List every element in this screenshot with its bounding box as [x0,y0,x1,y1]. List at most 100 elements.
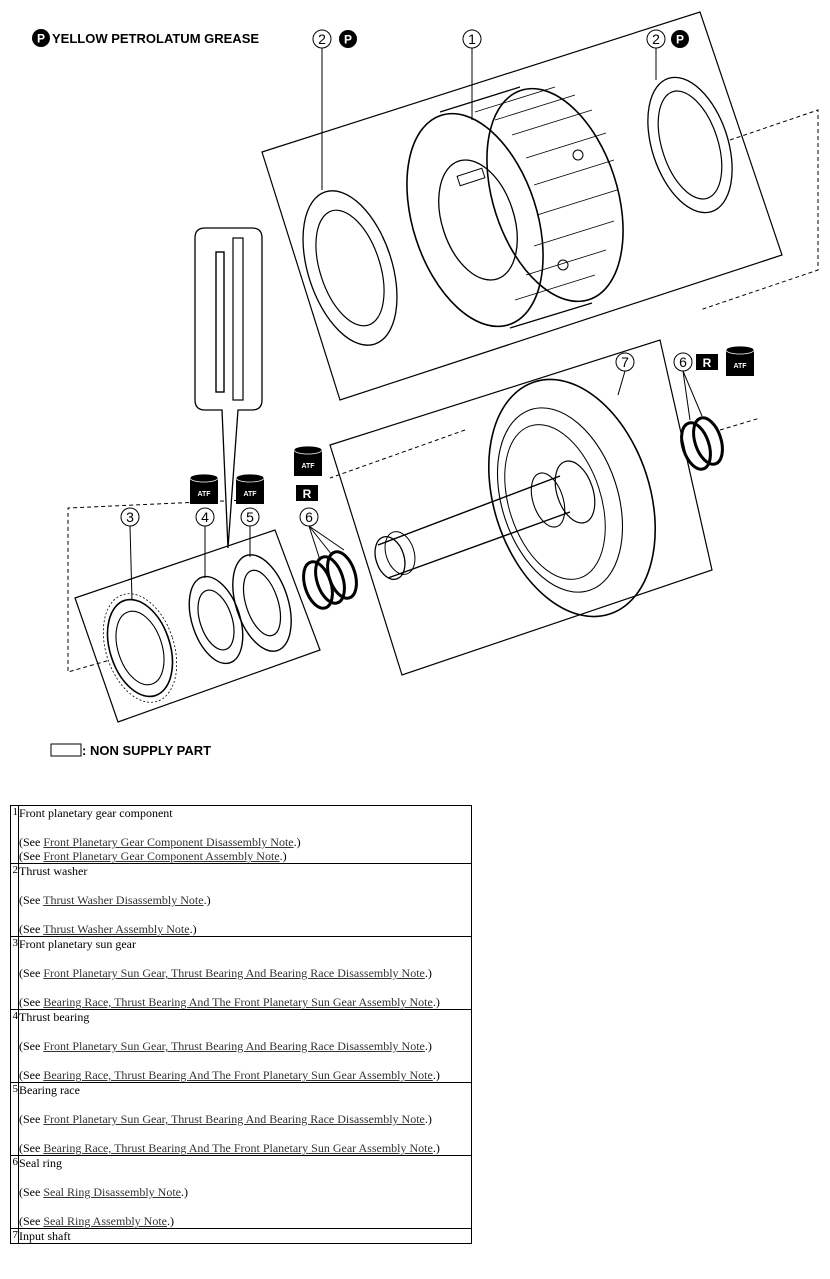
part-name: Seal ring [19,1156,62,1170]
spacer [19,980,471,995]
note-suffix: .) [424,1039,432,1053]
svg-text:1: 1 [468,31,476,47]
note-link[interactable]: Front Planetary Sun Gear, Thrust Bearing… [43,1039,425,1053]
seal-rings-left [302,550,358,610]
note-prefix: (See [19,1141,44,1155]
note-link[interactable]: Front Planetary Gear Component Disassemb… [43,835,294,849]
note-prefix: (See [19,995,44,1009]
svg-text:6: 6 [305,509,313,525]
note-prefix: (See [19,1039,44,1053]
note-line: (See Thrust Washer Disassembly Note.) [19,893,471,907]
note-suffix: .) [432,1141,440,1155]
note-prefix: (See [19,849,44,863]
spacer [19,907,471,922]
part-number: 7 [10,1228,19,1244]
svg-text:ATF: ATF [243,491,257,498]
part-name: Input shaft [19,1229,71,1243]
svg-text:P: P [676,33,684,47]
part-description: Seal ring (See Seal Ring Disassembly Note… [18,1155,472,1229]
dashed-guides [67,109,819,673]
spacer [19,1024,471,1039]
note-link[interactable]: Bearing Race, Thrust Bearing And The Fro… [43,995,433,1009]
front-planetary-sun-gear [102,593,178,703]
bearing-race [232,554,292,652]
svg-text:P: P [344,33,352,47]
note-line: (See Bearing Race, Thrust Bearing And Th… [19,995,471,1009]
note-line: (See Front Planetary Sun Gear, Thrust Be… [19,966,471,980]
legend-symbol: P [37,32,45,46]
note-prefix: (See [19,966,44,980]
note-link[interactable]: Front Planetary Gear Component Assembly … [43,849,280,863]
svg-text:7: 7 [621,354,629,370]
part-number: 3 [10,936,19,1010]
svg-text:5: 5 [246,509,254,525]
spacer [19,1199,471,1214]
part-name: Front planetary gear component [19,806,173,820]
note-prefix: (See [19,893,44,907]
seal-rings-right [680,416,724,471]
note-link[interactable]: Bearing Race, Thrust Bearing And The Fro… [43,1141,433,1155]
part-description: Thrust bearing (See Front Planetary Sun G… [18,1009,472,1083]
spacer [19,1126,471,1141]
svg-text:ATF: ATF [733,363,747,370]
note-suffix: .) [189,922,197,936]
note-suffix: .) [167,1214,174,1228]
note-suffix: .) [432,1068,440,1082]
thrust-bearing [188,575,244,665]
note-prefix: (See [19,922,44,936]
note-link[interactable]: Front Planetary Sun Gear, Thrust Bearing… [43,966,425,980]
note-suffix: .) [180,1185,188,1199]
note-line: (See Front Planetary Gear Component Asse… [19,849,471,863]
svg-text:4: 4 [201,509,209,525]
part-description: Bearing race (See Front Planetary Sun Gea… [18,1082,472,1156]
spacer [19,1097,471,1112]
note-line: (See Front Planetary Sun Gear, Thrust Be… [19,1039,471,1053]
svg-text:ATF: ATF [197,491,211,498]
note-link[interactable]: Seal Ring Disassembly Note [43,1185,181,1199]
bearing-detail-inset [194,227,263,549]
part-description: Thrust washer (See Thrust Washer Disassem… [18,863,472,937]
note-link[interactable]: Seal Ring Assembly Note [43,1214,167,1228]
note-line: (See Front Planetary Gear Component Disa… [19,835,471,849]
note-link[interactable]: Thrust Washer Disassembly Note [43,893,204,907]
note-line: (See Seal Ring Assembly Note.) [19,1214,471,1228]
note-suffix: .) [293,835,301,849]
grease-badges: P P [339,30,689,48]
note-prefix: (See [19,1068,44,1082]
spacer [19,820,471,835]
part-name: Thrust washer [19,864,88,878]
note-suffix: .) [424,966,432,980]
part-number: 4 [10,1009,19,1083]
part-name: Thrust bearing [19,1010,90,1024]
part-name: Front planetary sun gear [19,937,136,951]
part-name: Bearing race [19,1083,80,1097]
input-shaft-panel [329,339,713,676]
part-number: 2 [10,863,19,937]
svg-text:2: 2 [652,31,660,47]
exploded-parts-diagram: P YELLOW PETROLATUM GREASE [32,11,819,758]
part-number: 6 [10,1155,19,1229]
front-planetary-gear-component [406,86,624,329]
note-link[interactable]: Front Planetary Sun Gear, Thrust Bearing… [43,1112,425,1126]
spacer [19,878,471,893]
part-description: Front planetary gear component (See Front… [18,805,472,864]
input-shaft [374,378,657,618]
note-link[interactable]: Bearing Race, Thrust Bearing And The Fro… [43,1068,433,1082]
note-suffix: .) [432,995,440,1009]
callouts [120,29,703,601]
svg-text:: NON SUPPLY PART: : NON SUPPLY PART [82,743,211,758]
note-suffix: .) [279,849,287,863]
note-suffix: .) [424,1112,432,1126]
non-supply-legend: : NON SUPPLY PART [50,743,211,758]
note-prefix: (See [19,1214,44,1228]
note-prefix: (See [19,835,44,849]
note-line: (See Bearing Race, Thrust Bearing And Th… [19,1141,471,1155]
part-number: 1 [10,805,19,864]
note-link[interactable]: Thrust Washer Assembly Note [43,922,190,936]
